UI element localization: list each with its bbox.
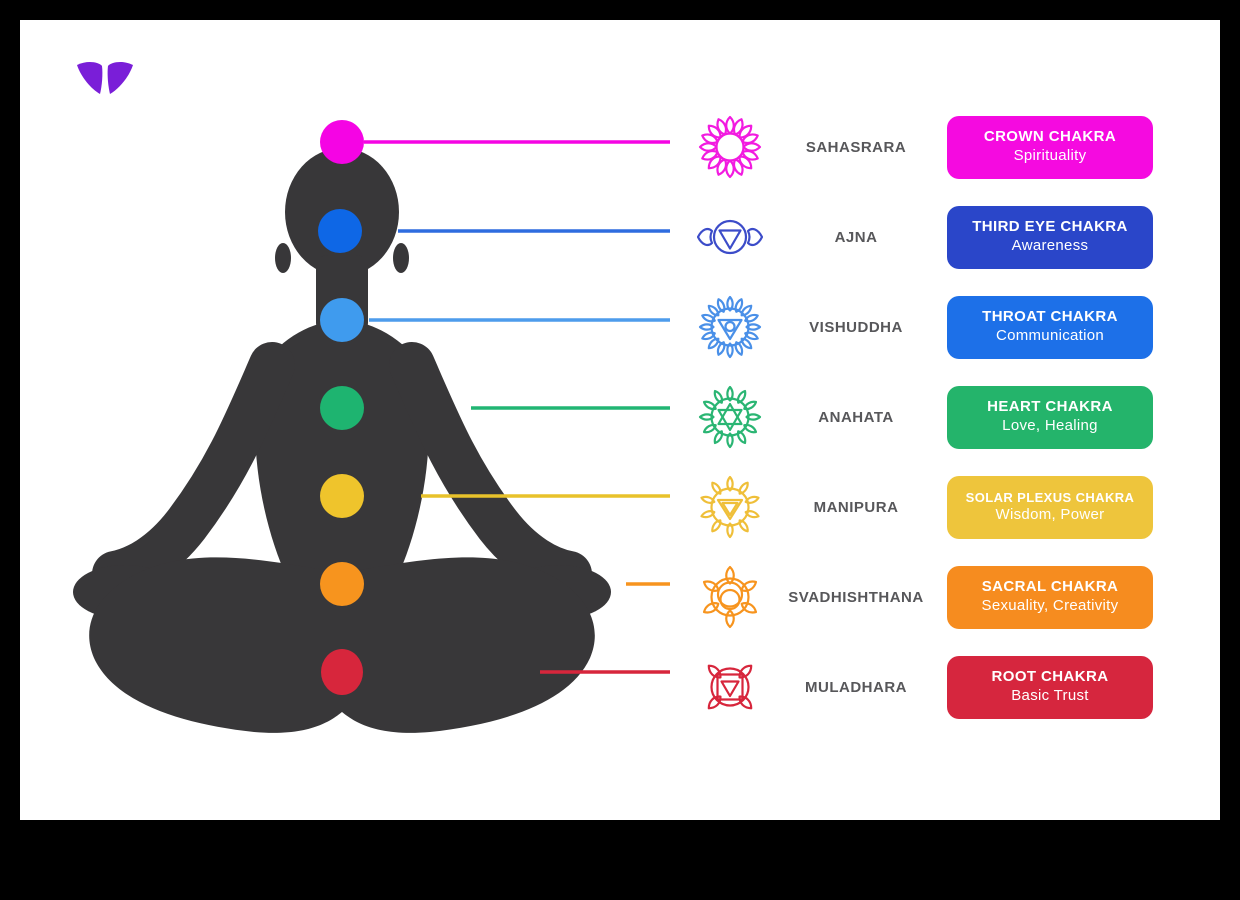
sanskrit-label: VISHUDDHA: [809, 318, 903, 336]
badge-subtitle: Communication: [995, 327, 1105, 344]
chakra-row-sacral: SVADHISHTHANA SACRAL CHAKRA Sexuality, C…: [695, 552, 1153, 642]
throat-chakra-badge: THROAT CHAKRA Communication: [947, 295, 1153, 359]
left-arm: [92, 342, 295, 597]
chakra-row-root: MULADHARA ROOT CHAKRA Basic Trust: [695, 642, 1153, 732]
chakra-row-heart: ANAHATA HEART CHAKRA Love, Healing: [695, 372, 1153, 462]
vishuddha-icon: [698, 295, 762, 359]
badge-subtitle: Awareness: [1011, 237, 1089, 254]
badge-title: HEART CHAKRA: [987, 398, 1113, 416]
badge-title: THROAT CHAKRA: [982, 308, 1118, 326]
torso: [255, 320, 429, 580]
sanskrit-label: MULADHARA: [805, 678, 907, 696]
badge-subtitle: Love, Healing: [1002, 417, 1098, 434]
badge-subtitle: Basic Trust: [1011, 687, 1089, 704]
throat-chakra-dot: [320, 298, 364, 342]
chakra-row-throat: VISHUDDHA THROAT CHAKRA Communication: [695, 282, 1153, 372]
badge-title: THIRD EYE CHAKRA: [972, 218, 1128, 236]
badge-title: SOLAR PLEXUS CHAKRA: [965, 489, 1135, 505]
infographic-canvas: SAHASRARA CROWN CHAKRA Spirituality AJNA: [20, 20, 1220, 820]
chakra-row-solar-plexus: MANIPURA SOLAR PLEXUS CHAKRA Wisdom, Pow…: [695, 462, 1153, 552]
heart-chakra-dot: [320, 386, 364, 430]
third-eye-chakra-dot: [318, 209, 362, 253]
badge-title: ROOT CHAKRA: [991, 668, 1109, 686]
badge-title: CROWN CHAKRA: [983, 128, 1117, 146]
logo-right-wing: [107, 62, 133, 94]
right-ear: [393, 243, 409, 273]
badge-subtitle: Sexuality, Creativity: [981, 597, 1119, 614]
chakra-row-crown: SAHASRARA CROWN CHAKRA Spirituality: [695, 102, 1153, 192]
chakra-row-third-eye: AJNA THIRD EYE CHAKRA Awareness: [695, 192, 1153, 282]
third-eye-chakra-badge: THIRD EYE CHAKRA Awareness: [947, 205, 1153, 269]
sanskrit-label: ANAHATA: [818, 408, 894, 426]
manipura-icon: [699, 475, 761, 539]
sacral-chakra-badge: SACRAL CHAKRA Sexuality, Creativity: [947, 565, 1153, 629]
butterfly-logo: [77, 62, 133, 94]
svadhishthana-icon: [701, 565, 759, 629]
chakra-legend: SAHASRARA CROWN CHAKRA Spirituality AJNA: [695, 102, 1153, 732]
sanskrit-label: AJNA: [834, 228, 878, 246]
sanskrit-label: MANIPURA: [813, 498, 899, 516]
crossed-legs: [89, 557, 595, 733]
root-chakra-badge: ROOT CHAKRA Basic Trust: [947, 655, 1153, 719]
logo-left-wing: [77, 62, 103, 94]
crown-chakra-badge: CROWN CHAKRA Spirituality: [947, 115, 1153, 179]
crown-chakra-dot: [320, 120, 364, 164]
sanskrit-label: SAHASRARA: [805, 138, 907, 156]
badge-subtitle: Spirituality: [1013, 147, 1087, 164]
anahata-icon: [698, 385, 762, 449]
root-chakra-dot: [321, 649, 363, 695]
badge-subtitle: Wisdom, Power: [995, 505, 1105, 523]
solar-chakra-dot: [320, 474, 364, 518]
ajna-icon: [697, 219, 763, 255]
badge-title: SACRAL CHAKRA: [981, 578, 1119, 596]
body-silhouette: [73, 148, 611, 733]
meditating-figure: [73, 120, 670, 733]
heart-chakra-badge: HEART CHAKRA Love, Healing: [947, 385, 1153, 449]
left-ear: [275, 243, 291, 273]
muladhara-icon: [705, 662, 755, 712]
sacral-chakra-dot: [320, 562, 364, 606]
sanskrit-label: SVADHISHTHANA: [788, 588, 924, 606]
sahasrara-icon: [698, 115, 762, 179]
right-arm: [389, 342, 592, 597]
solar-plexus-chakra-badge: SOLAR PLEXUS CHAKRA Wisdom, Power: [947, 475, 1153, 539]
